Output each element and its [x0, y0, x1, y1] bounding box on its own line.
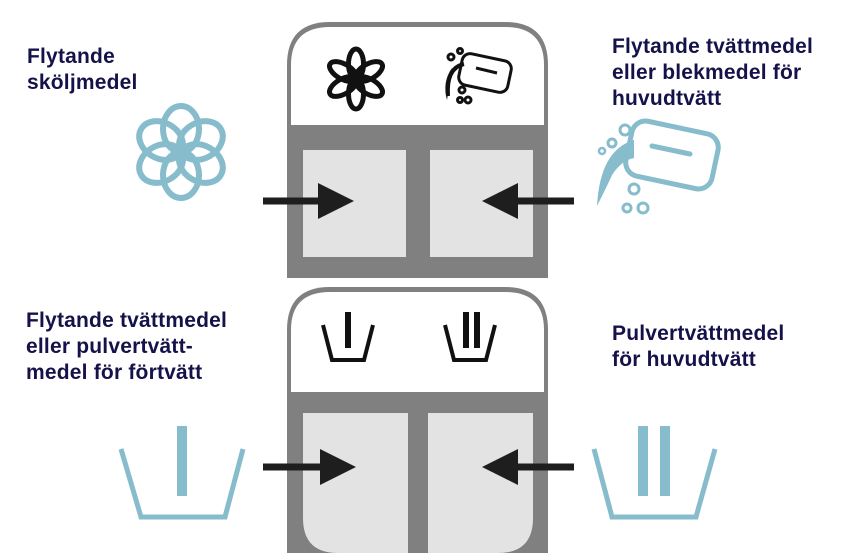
flower-icon-large	[136, 103, 226, 201]
detergent-bottle-icon	[445, 47, 513, 105]
top-drawer-label-panel	[291, 27, 544, 125]
label-liquid-detergent-bleach-main-wash: Flytande tvättmedel eller blekmedel för …	[612, 35, 814, 110]
arrow-to-bottom-left	[263, 449, 356, 485]
wash-basin-two-bars-icon	[443, 312, 497, 362]
bottom-drawer	[287, 287, 548, 553]
compartment-bottom-left	[303, 413, 408, 553]
arrow-to-top-left	[263, 183, 354, 219]
compartment-bottom-right	[428, 413, 533, 553]
flower-icon	[326, 46, 386, 112]
label-powder-main-wash: Pulvertvättmedel för huvudtvätt	[612, 322, 785, 371]
label-prewash-detergent: Flytande tvättmedel eller pulvertvätt- m…	[26, 309, 228, 384]
bottom-drawer-label-panel	[291, 292, 544, 392]
arrow-to-top-right	[482, 183, 574, 219]
wash-basin-one-bar-icon-large	[118, 426, 246, 520]
detergent-bottle-icon-large	[597, 118, 721, 215]
top-drawer	[287, 22, 548, 278]
wash-basin-two-bars-icon-large	[591, 426, 718, 520]
label-liquid-softener: Flytande sköljmedel	[27, 45, 138, 94]
arrow-to-bottom-right	[482, 449, 574, 485]
wash-basin-one-bar-icon	[321, 312, 375, 362]
